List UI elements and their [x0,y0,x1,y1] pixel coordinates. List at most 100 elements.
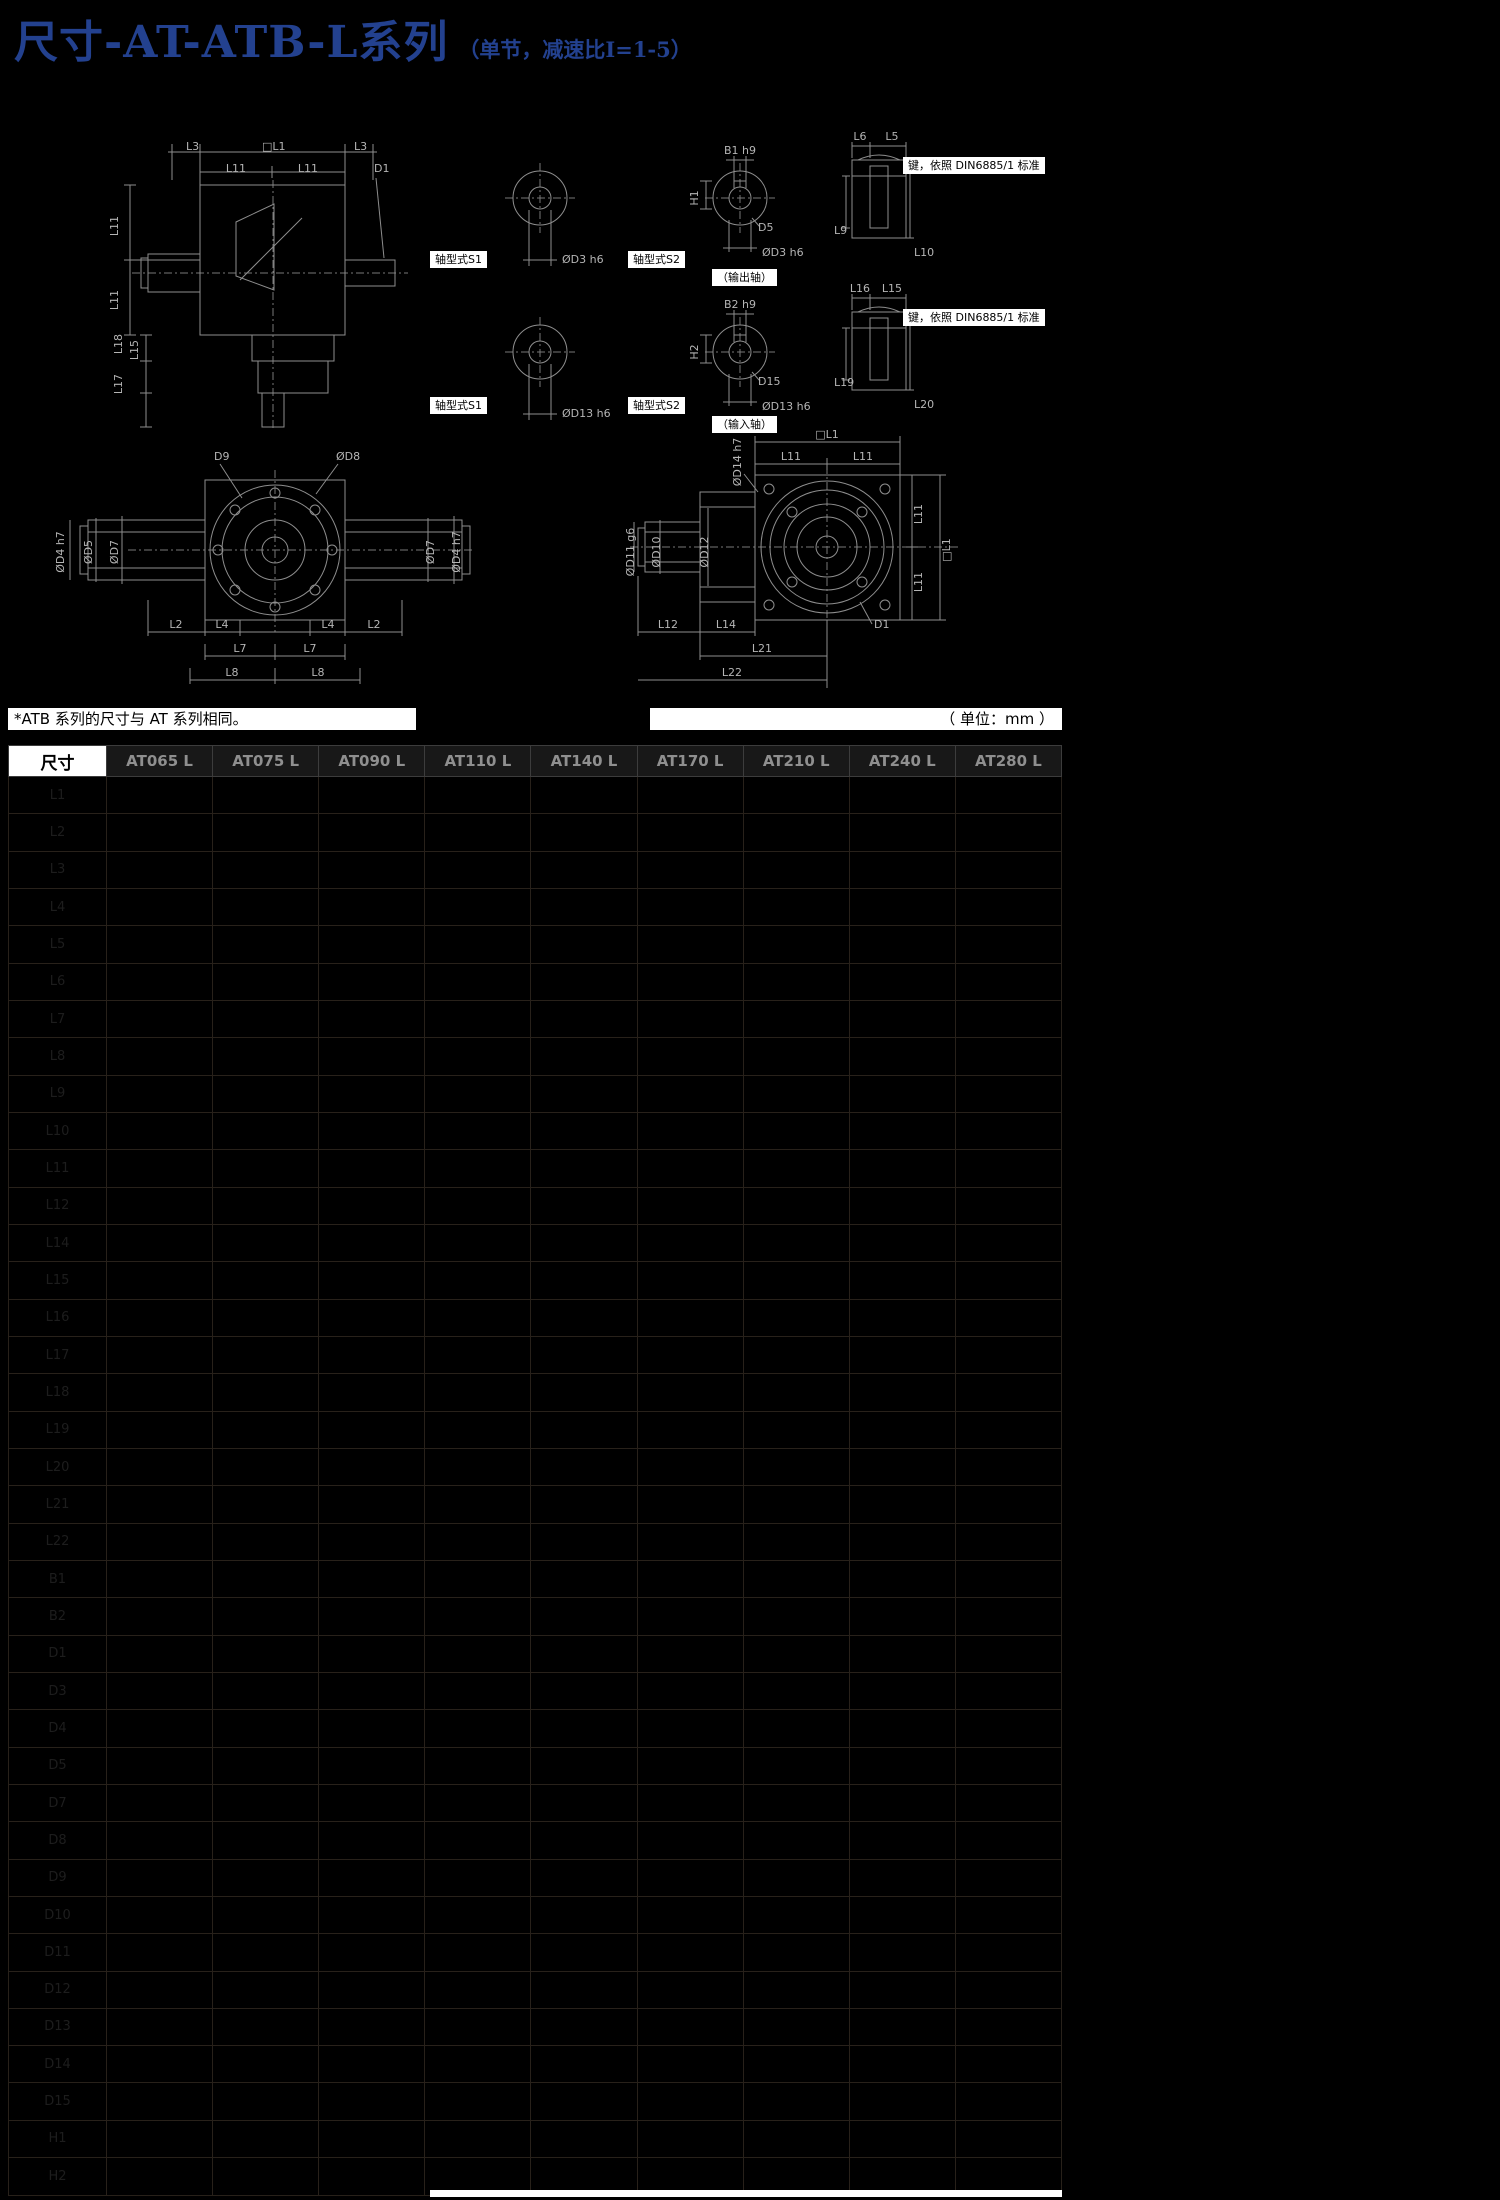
table-cell [954,962,1063,1001]
table-cell [105,1149,214,1188]
dimension-label: D1 [874,618,889,631]
table-cell [424,2045,532,2084]
table-cell [636,1933,744,1972]
table-cell [530,1671,638,1711]
dimension-label: □L1 [262,140,286,153]
table-cell [530,2119,638,2159]
table-cell [424,2082,532,2121]
table-cell [848,1447,956,1487]
table-cell [742,1447,850,1487]
table-cell [742,1074,850,1113]
table-cell [848,1709,956,1748]
table-cell [848,962,956,1001]
dimension-label: L3 [186,140,199,153]
table-cell [105,1335,214,1375]
table-cell [105,1559,214,1599]
dimension-label: ØD7 [424,540,437,564]
table-cell [742,1485,850,1524]
table-cell [954,1335,1063,1375]
table-cell [530,850,638,889]
table-row: L16 [8,1298,1063,1337]
table-cell [530,1895,638,1935]
row-label: L22 [8,1522,107,1561]
dimension-label: L2 [367,618,380,631]
table-cell [742,1111,850,1151]
table-cell [742,2007,850,2047]
page-title: 尺寸-AT-ATB-L系列 [14,17,449,68]
dimension-label: L11 [226,162,246,175]
table-cell [105,1746,214,1785]
table-cell [954,1485,1063,1524]
table-cell [105,925,214,964]
table-cell [530,1933,638,1972]
row-label: D7 [8,1783,107,1823]
table-cell [742,925,850,964]
table-cell [530,1634,638,1673]
table-cell [636,1597,744,1636]
table-cell [530,1783,638,1823]
table-cell [954,1074,1063,1113]
dimension-label: L21 [752,642,772,655]
table-cell [954,1933,1063,1972]
drawing-label-box: 键，依照 DIN6885/1 标准 [903,157,1045,174]
row-label: D9 [8,1858,107,1897]
table-cell [954,1671,1063,1711]
table-cell [848,2119,956,2159]
table-cell [848,2045,956,2084]
table-cell [212,1074,320,1113]
row-label: L14 [8,1223,107,1263]
drawing-geometry [69,142,946,688]
table-cell [318,2082,426,2121]
table-cell [954,2119,1063,2159]
table-cell [530,1485,638,1524]
dimension-label: L5 [885,130,898,143]
table-cell [954,775,1063,815]
table-cell [318,1783,426,1823]
table-cell [105,1522,214,1561]
table-cell [530,775,638,815]
table-cell [848,1373,956,1412]
table-cell [105,813,214,852]
table-cell [424,2119,532,2159]
table-cell [318,1709,426,1748]
row-label: H2 [8,2157,107,2196]
table-cell [954,1522,1063,1561]
dimension-label: ØD8 [336,450,360,463]
table-row: L12 [8,1186,1063,1225]
table-cell [424,1410,532,1449]
table-column-header: AT210 L [742,745,850,777]
table-cell [424,775,532,815]
dimension-label: ØD11 g6 [624,528,637,577]
table-cell [105,1970,214,2009]
table-cell [636,1634,744,1673]
table-cell [212,2007,320,2047]
table-cell [530,1522,638,1561]
table-cell [848,1298,956,1337]
table-cell [848,1821,956,1860]
table-cell [424,1037,532,1076]
table-row: D13 [8,2007,1063,2047]
row-label: B2 [8,1597,107,1636]
table-cell [212,1821,320,1860]
dimension-label: ØD3 h6 [762,246,804,259]
table-row: B1 [8,1559,1063,1599]
table-cell [318,1335,426,1375]
dimension-label: L7 [303,642,316,655]
table-cell [848,1895,956,1935]
dimension-label: L3 [354,140,367,153]
table-cell [105,1634,214,1673]
table-cell [636,1261,744,1300]
table-cell [848,1485,956,1524]
table-cell [212,1485,320,1524]
table-cell [636,1298,744,1337]
table-cell [318,1634,426,1673]
table-row: L6 [8,962,1063,1001]
table-cell [530,2045,638,2084]
table-cell [742,2082,850,2121]
table-cell [848,1746,956,1785]
dimension-label: L11 [853,450,873,463]
table-cell [105,1261,214,1300]
row-label: L1 [8,775,107,815]
table-cell [212,2119,320,2159]
table-cell [318,925,426,964]
